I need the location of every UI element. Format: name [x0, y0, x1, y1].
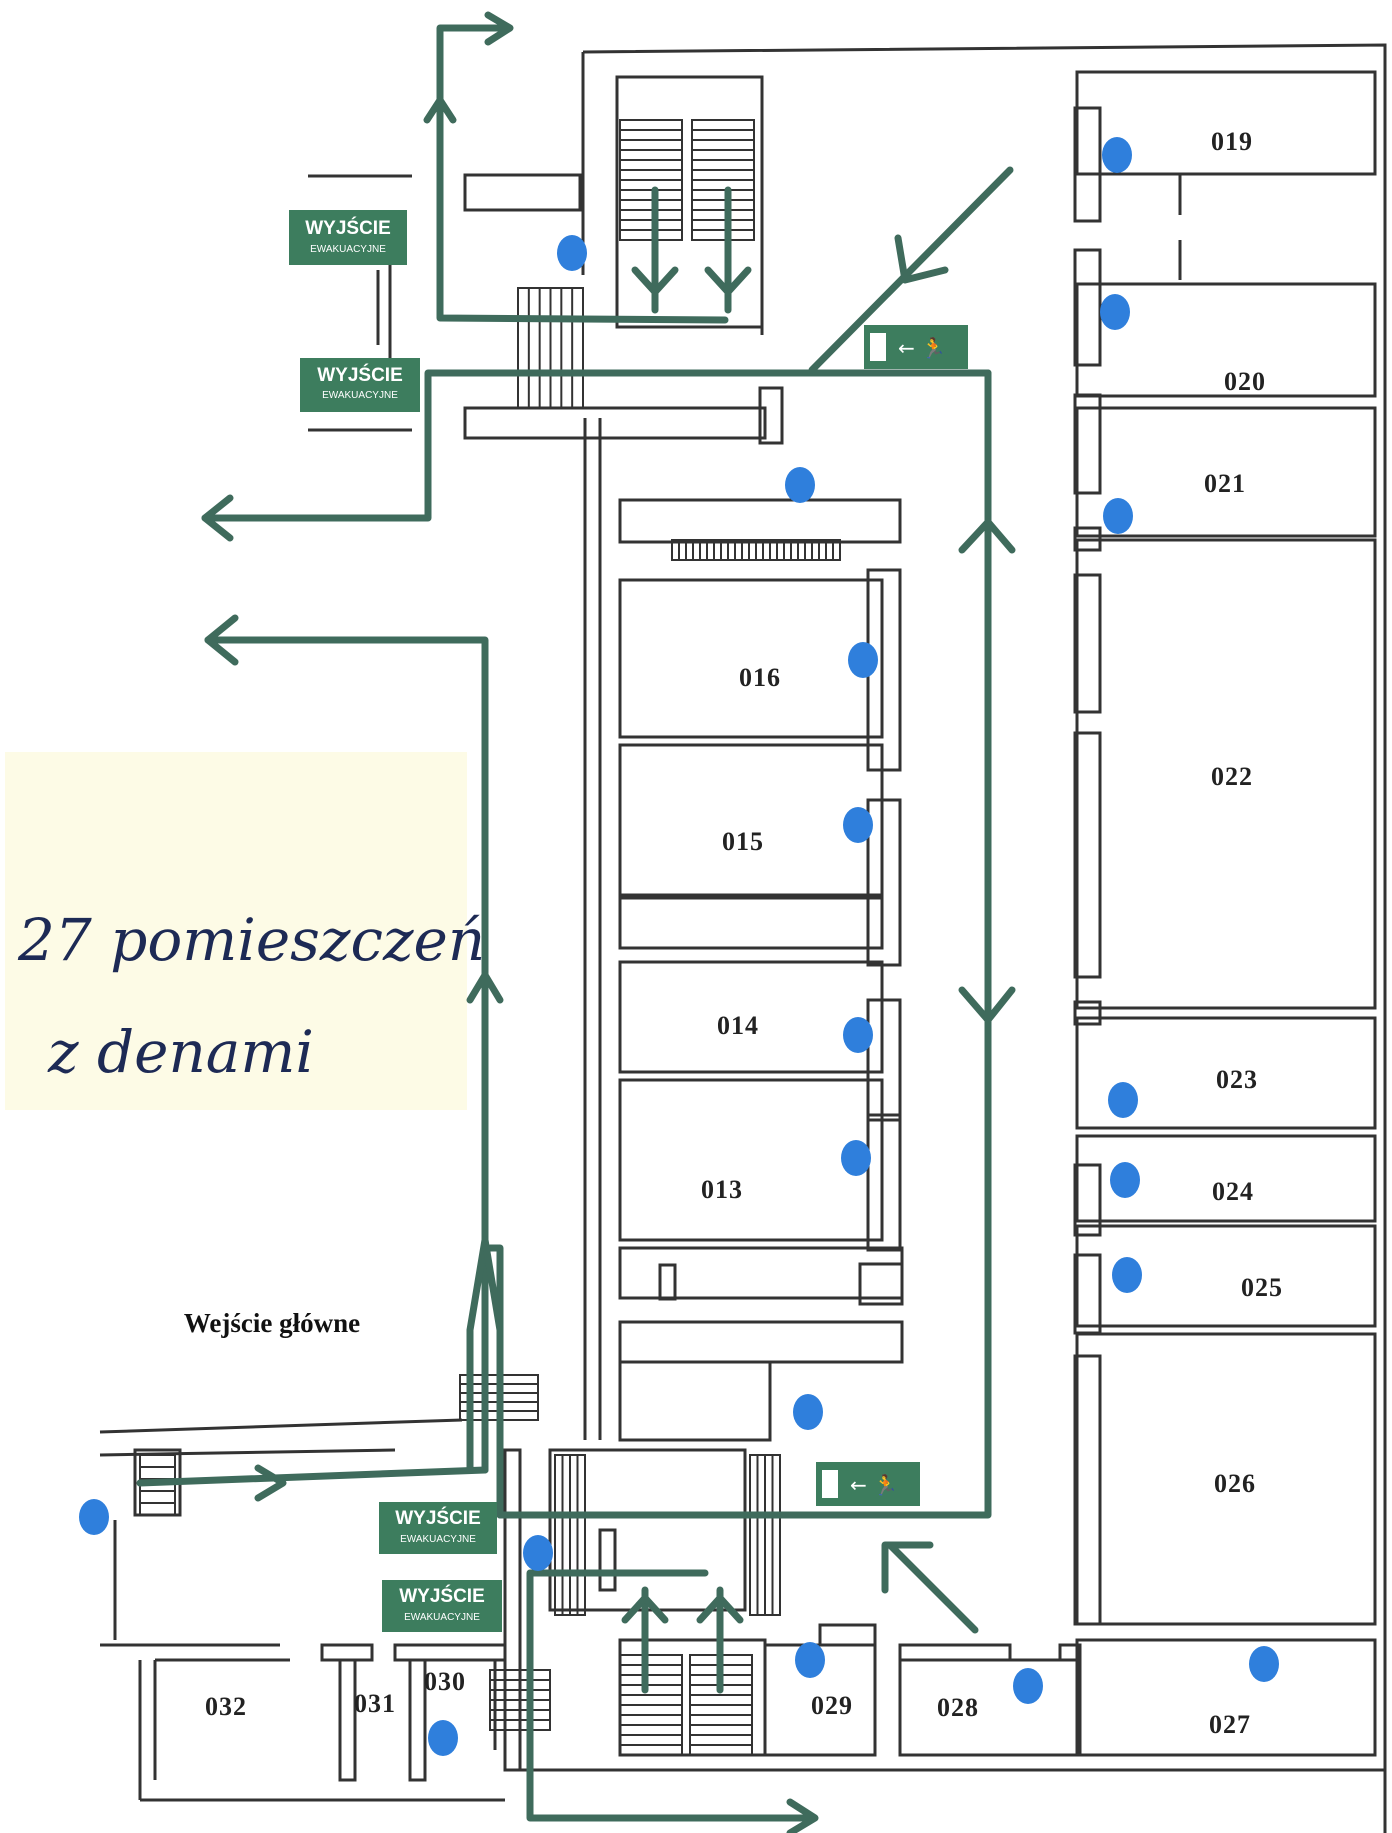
- exit-sign-subtitle: EWAKUACYJNE: [322, 390, 398, 401]
- blue-marker-dot: [1013, 1668, 1043, 1704]
- arrowhead-right-down: [958, 986, 1016, 1024]
- main-entrance-label: Wejście główne: [184, 1308, 360, 1338]
- evacuation-routes: [136, 11, 1016, 1833]
- room-label: 031: [354, 1689, 396, 1718]
- handwritten-note-line1: 27 pomieszczeń: [17, 906, 485, 974]
- blue-marker-dot: [1112, 1257, 1142, 1293]
- stairs-top: [619, 119, 755, 241]
- route-top-exit: [436, 24, 729, 324]
- stairs-landing-top: [517, 287, 584, 409]
- blue-marker-dot: [843, 1017, 873, 1053]
- arrowhead-west-lower: [204, 614, 239, 666]
- room-label: 021: [1204, 469, 1246, 498]
- room-label: 013: [701, 1175, 743, 1204]
- exit-sign-2: WYJŚCIE EWAKUACYJNE: [300, 358, 420, 412]
- route-bottom-left: [136, 1466, 489, 1487]
- blue-marker-dot: [785, 467, 815, 503]
- room-label: 024: [1212, 1177, 1254, 1206]
- room-label: 027: [1209, 1710, 1251, 1739]
- blue-marker-dot: [1103, 498, 1133, 534]
- blue-marker-dot: [428, 1720, 458, 1756]
- room-label: 023: [1216, 1065, 1258, 1094]
- room-label: 025: [1241, 1273, 1283, 1302]
- route-fork: [466, 1236, 489, 1474]
- blue-marker-dot: [795, 1642, 825, 1678]
- exit-pictogram-top: ← 🏃: [864, 325, 968, 369]
- exit-pictogram-bottom: ← 🏃: [816, 1462, 920, 1506]
- arrowhead-diagonal-bottom: [881, 1541, 934, 1594]
- route-main-entrance: [204, 636, 489, 1474]
- exit-sign-title: WYJŚCIE: [317, 364, 403, 386]
- arrowhead-bottom-stairs-right: [696, 1594, 744, 1624]
- arrowhead-east-bottom: [786, 1798, 819, 1833]
- blue-marker-dot: [1249, 1646, 1279, 1682]
- route-diagonal: [808, 166, 1014, 374]
- arrowhead-up-top: [423, 96, 457, 124]
- exit-sign-3: WYJŚCIE EWAKUACYJNE: [379, 1502, 497, 1554]
- room-label: 030: [424, 1667, 466, 1696]
- blue-marker-dot: [841, 1140, 871, 1176]
- blue-marker-dot: [79, 1499, 109, 1535]
- arrowhead-west-upper: [201, 494, 234, 542]
- room-markers: [79, 137, 1279, 1756]
- route-corridor-right: [486, 369, 992, 1519]
- arrowhead-top: [484, 11, 514, 46]
- stairs-bottom: [554, 1454, 781, 1616]
- route-corridor-top: [201, 369, 992, 522]
- room-label: 026: [1214, 1469, 1256, 1498]
- route-bottom-stairs: [526, 1569, 816, 1822]
- exit-sign-subtitle: EWAKUACYJNE: [310, 244, 386, 255]
- arrowhead-right-up: [958, 518, 1016, 554]
- route-fork-2: [481, 1236, 504, 1519]
- room-label: 028: [937, 1693, 979, 1722]
- room-label: 019: [1211, 127, 1253, 156]
- exit-sign-title: WYJŚCIE: [399, 1585, 485, 1607]
- arrowhead-stairs-left: [631, 266, 679, 296]
- exit-sign-subtitle: EWAKUACYJNE: [400, 1534, 476, 1545]
- blue-marker-dot: [523, 1535, 553, 1571]
- room-label: 020: [1224, 367, 1266, 396]
- blue-marker-dot: [793, 1394, 823, 1430]
- arrowhead-east-bottom-left: [254, 1464, 287, 1502]
- handwritten-note-line2: z denami: [47, 1018, 314, 1086]
- building-walls: [99, 43, 1387, 1833]
- blue-marker-dot: [843, 807, 873, 843]
- room-label: 015: [722, 827, 764, 856]
- room-label: 022: [1211, 762, 1253, 791]
- room-labels: 019 020 021 016 022 015 014 023 013 024 …: [205, 127, 1283, 1739]
- blue-marker-dot: [1102, 137, 1132, 173]
- exit-sign-title: WYJŚCIE: [305, 217, 391, 239]
- exit-sign-4: WYJŚCIE EWAKUACYJNE: [382, 1580, 502, 1632]
- room-label: 016: [739, 663, 781, 692]
- stairs-room-017: [671, 539, 841, 561]
- exit-sign-subtitle: EWAKUACYJNE: [404, 1612, 480, 1623]
- blue-marker-dot: [557, 235, 587, 271]
- arrowhead-up-lower: [466, 971, 504, 1004]
- route-diagonal-bottom: [886, 1541, 979, 1634]
- svg-text:← 🏃: ← 🏃: [850, 1473, 898, 1497]
- room-label: 029: [811, 1691, 853, 1720]
- stairs-bottom-centre: [619, 1654, 753, 1756]
- svg-text:← 🏃: ← 🏃: [898, 336, 946, 360]
- arrowhead-diagonal: [894, 234, 949, 284]
- blue-marker-dot: [1100, 294, 1130, 330]
- sticky-note: [5, 752, 467, 1110]
- blue-marker-dot: [1110, 1162, 1140, 1198]
- arrowhead-bottom-stairs-left: [621, 1594, 669, 1624]
- blue-marker-dot: [848, 642, 878, 678]
- exit-sign-1: WYJŚCIE EWAKUACYJNE: [289, 210, 407, 265]
- room-label: 014: [717, 1011, 759, 1040]
- blue-marker-dot: [1108, 1082, 1138, 1118]
- arrowhead-stairs-right: [704, 266, 752, 296]
- room-label: 032: [205, 1692, 247, 1721]
- exit-sign-title: WYJŚCIE: [395, 1507, 481, 1529]
